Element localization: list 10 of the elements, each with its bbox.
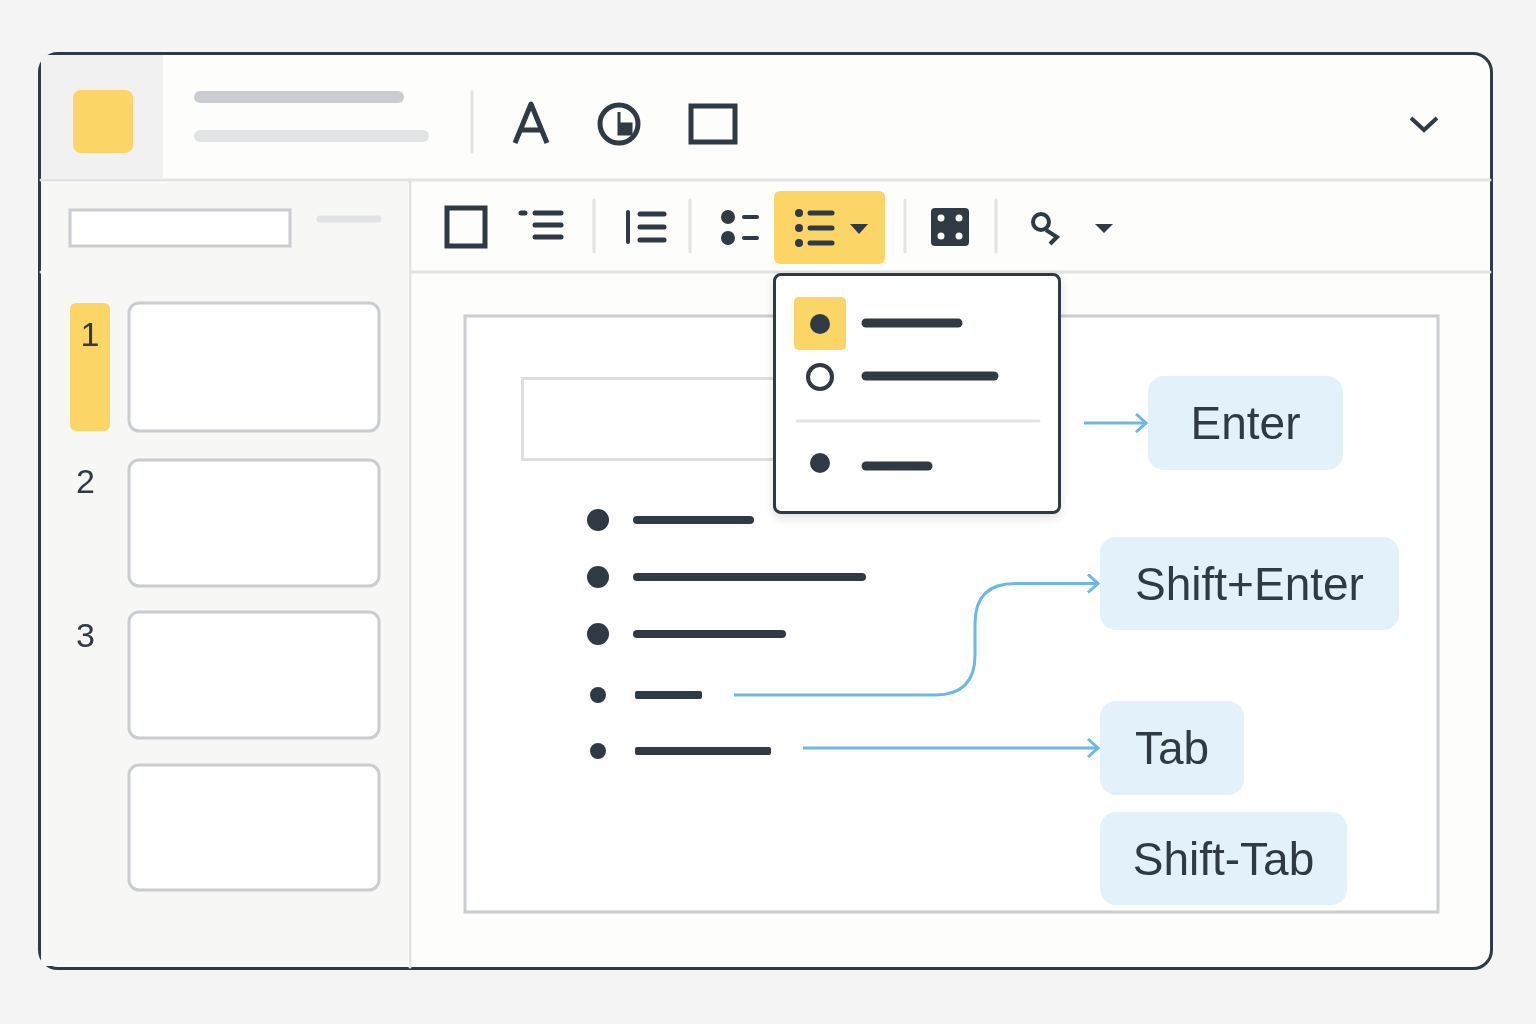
keyboard-key: Shift+Enter — [1100, 537, 1399, 630]
arrow — [734, 573, 1100, 697]
slide-number: 2 — [76, 462, 96, 502]
keyboard-key: Enter — [1148, 376, 1343, 470]
keyboard-key: Shift-Tab — [1100, 812, 1347, 905]
arrow — [803, 737, 1100, 759]
selected-slide-number: 1 — [70, 303, 110, 431]
arrow — [1084, 412, 1148, 434]
slide-number: 3 — [76, 616, 96, 656]
keyboard-key: Tab — [1100, 701, 1244, 795]
